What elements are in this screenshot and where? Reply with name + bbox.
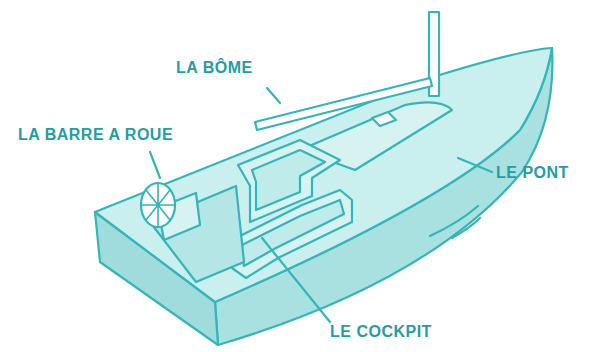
part-label: LA BÔME <box>176 58 253 77</box>
part-label: LE PONT <box>496 163 569 182</box>
part-label: LE COCKPIT <box>330 322 432 341</box>
part-label: LA BARRE A ROUE <box>18 125 173 144</box>
